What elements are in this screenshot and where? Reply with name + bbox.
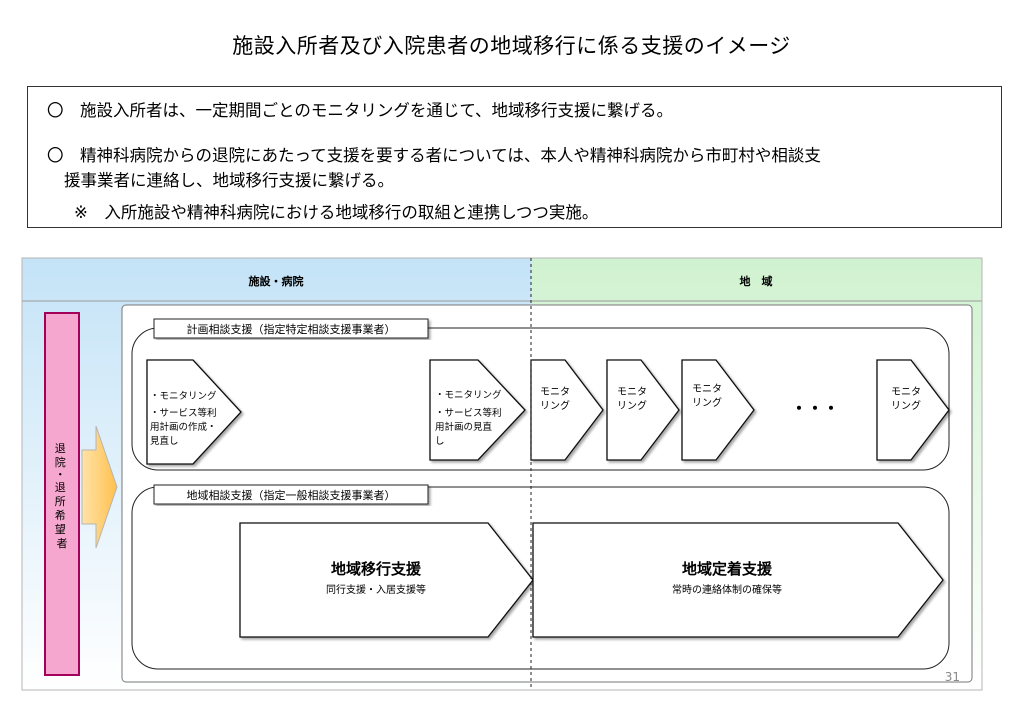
- ellipsis: ・・・: [791, 399, 839, 418]
- summary-line-2-cont: 援事業者に連絡し、地域移行支援に繋げる。: [64, 171, 394, 190]
- monitoring-arrow-4: モニタリング: [876, 359, 950, 461]
- monitoring-arrow-3: モニタリング: [681, 359, 755, 461]
- summary-line-3: ※ 入所施設や精神科病院における地域移行の取組と連携しつつ実施。: [74, 203, 599, 222]
- header-facility: 施設・病院: [249, 274, 304, 288]
- settlement-support-sub: 常時の連絡体制の確保等: [672, 583, 782, 596]
- plan-arrow-initial-text: ・モニタリング ・サービス等利 用計画の作成・ 見直し: [150, 390, 220, 447]
- plan-arrow-discharge: [429, 359, 526, 461]
- page-number: 31: [945, 670, 960, 684]
- settlement-support-title: 地域定着支援: [682, 560, 773, 578]
- settlement-support-arrow: 地域定着支援 常時の連絡体制の確保等: [532, 522, 944, 638]
- regional-support-label: 地域相談支援（指定一般相談支援事業者）: [187, 488, 396, 502]
- summary-line-2: 〇 精神科病院からの退院にあたって支援を要する者については、本人や精神科病院から…: [47, 146, 821, 165]
- summary-line-1: 〇 施設入所者は、一定期間ごとのモニタリングを通じて、地域移行支援に繋げる。: [47, 101, 674, 120]
- transition-arrow: [81, 425, 118, 549]
- transition-support-title: 地域移行支援: [331, 560, 422, 578]
- page-title: 施設入所者及び入院患者の地域移行に係る支援のイメージ: [232, 34, 791, 58]
- target-person-label: 退 院 ・ 退 所 希 望 者: [55, 442, 70, 550]
- summary-box: 〇 施設入所者は、一定期間ごとのモニタリングを通じて、地域移行支援に繋げる。 〇…: [27, 86, 1002, 228]
- svg-text:モニタリング: モニタリング: [891, 386, 921, 412]
- svg-text:モニタリング: モニタリング: [617, 386, 647, 412]
- regional-support-label-box: [153, 484, 429, 505]
- monitoring-arrow-1: モニタリング: [530, 359, 604, 461]
- transition-support-sub: 同行支援・入居支援等: [326, 583, 426, 596]
- plan-arrow-discharge-text: ・モニタリング ・サービス等利 用計画の見直 し: [435, 389, 505, 447]
- plan-support-label-box: [153, 318, 429, 339]
- svg-text:モニタリング: モニタリング: [692, 383, 722, 409]
- target-person-box: [44, 312, 80, 676]
- svg-text:モニタリング: モニタリング: [540, 386, 570, 412]
- transition-support-arrow: 地域移行支援 同行支援・入居支援等: [239, 522, 534, 638]
- monitoring-arrow-2: モニタリング: [606, 359, 680, 461]
- plan-arrow-initial: [146, 359, 242, 465]
- plan-support-label: 計画相談支援（指定特定相談支援事業者）: [187, 322, 396, 336]
- header-community: 地 域: [740, 274, 773, 288]
